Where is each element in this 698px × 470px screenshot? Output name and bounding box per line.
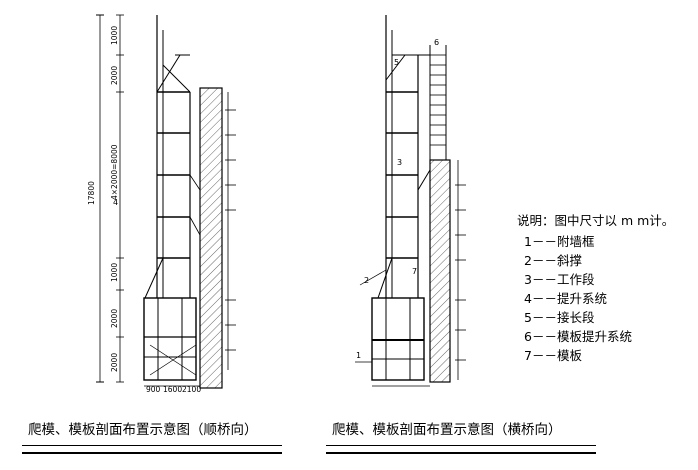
right-part-2-label: 2 bbox=[364, 276, 369, 285]
dim-bottom-c-label: 2100 bbox=[182, 385, 201, 394]
left-elevation: 17800 1000 2000 4×2000=8000 1000 2000 20… bbox=[87, 14, 236, 394]
dim-top2-label: 2000 bbox=[110, 66, 119, 85]
dim-lower2-label: 2000 bbox=[110, 353, 119, 372]
caption-left-rule-1 bbox=[22, 445, 282, 446]
caption-right: 爬模、模板剖面布置示意图（横桥向） bbox=[332, 422, 562, 438]
caption-left: 爬模、模板剖面布置示意图（顺桥向） bbox=[28, 422, 258, 438]
legend: 说明：图中尺寸以 m m计。 1－－附墙框 2－－斜撑 3－－工作段 4－－提升… bbox=[517, 211, 674, 365]
legend-item-6: 6－－模板提升系统 bbox=[524, 329, 632, 344]
legend-item-7: 7－－模板 bbox=[524, 348, 582, 363]
dim-middle-label: 4×2000=8000 bbox=[110, 144, 119, 200]
right-part-5-label: 5 bbox=[394, 58, 399, 67]
right-elevation: 1 2 3 5 6 7 bbox=[355, 15, 466, 387]
right-part-3-label: 3 bbox=[397, 158, 402, 167]
right-part-6-label: 6 bbox=[434, 38, 439, 47]
legend-item-1: 1－－附墙框 bbox=[524, 234, 595, 249]
legend-item-2: 2－－斜撑 bbox=[524, 253, 582, 268]
legend-item-4: 4－－提升系统 bbox=[524, 291, 607, 306]
dim-top1-label: 1000 bbox=[110, 26, 119, 45]
dim-total-label: 17800 bbox=[87, 181, 96, 205]
legend-item-3: 3－－工作段 bbox=[524, 272, 595, 287]
dim-lower1-label: 2000 bbox=[110, 309, 119, 328]
dim-bottom-b-label: 1600 bbox=[163, 385, 182, 394]
caption-right-rule-1 bbox=[326, 445, 596, 446]
legend-title: 说明：图中尺寸以 m m计。 bbox=[517, 213, 675, 228]
left-part-4-label: 4 bbox=[113, 198, 118, 207]
dim-bottom-a-label: 900 bbox=[146, 385, 161, 394]
right-part-1-label: 1 bbox=[356, 351, 361, 360]
right-part-7-label: 7 bbox=[412, 267, 417, 276]
dim-mid-small-label: 1000 bbox=[110, 263, 119, 282]
legend-item-5: 5－－接长段 bbox=[524, 310, 595, 325]
caption-right-rule-2 bbox=[326, 452, 596, 454]
caption-left-rule-2 bbox=[22, 452, 282, 454]
